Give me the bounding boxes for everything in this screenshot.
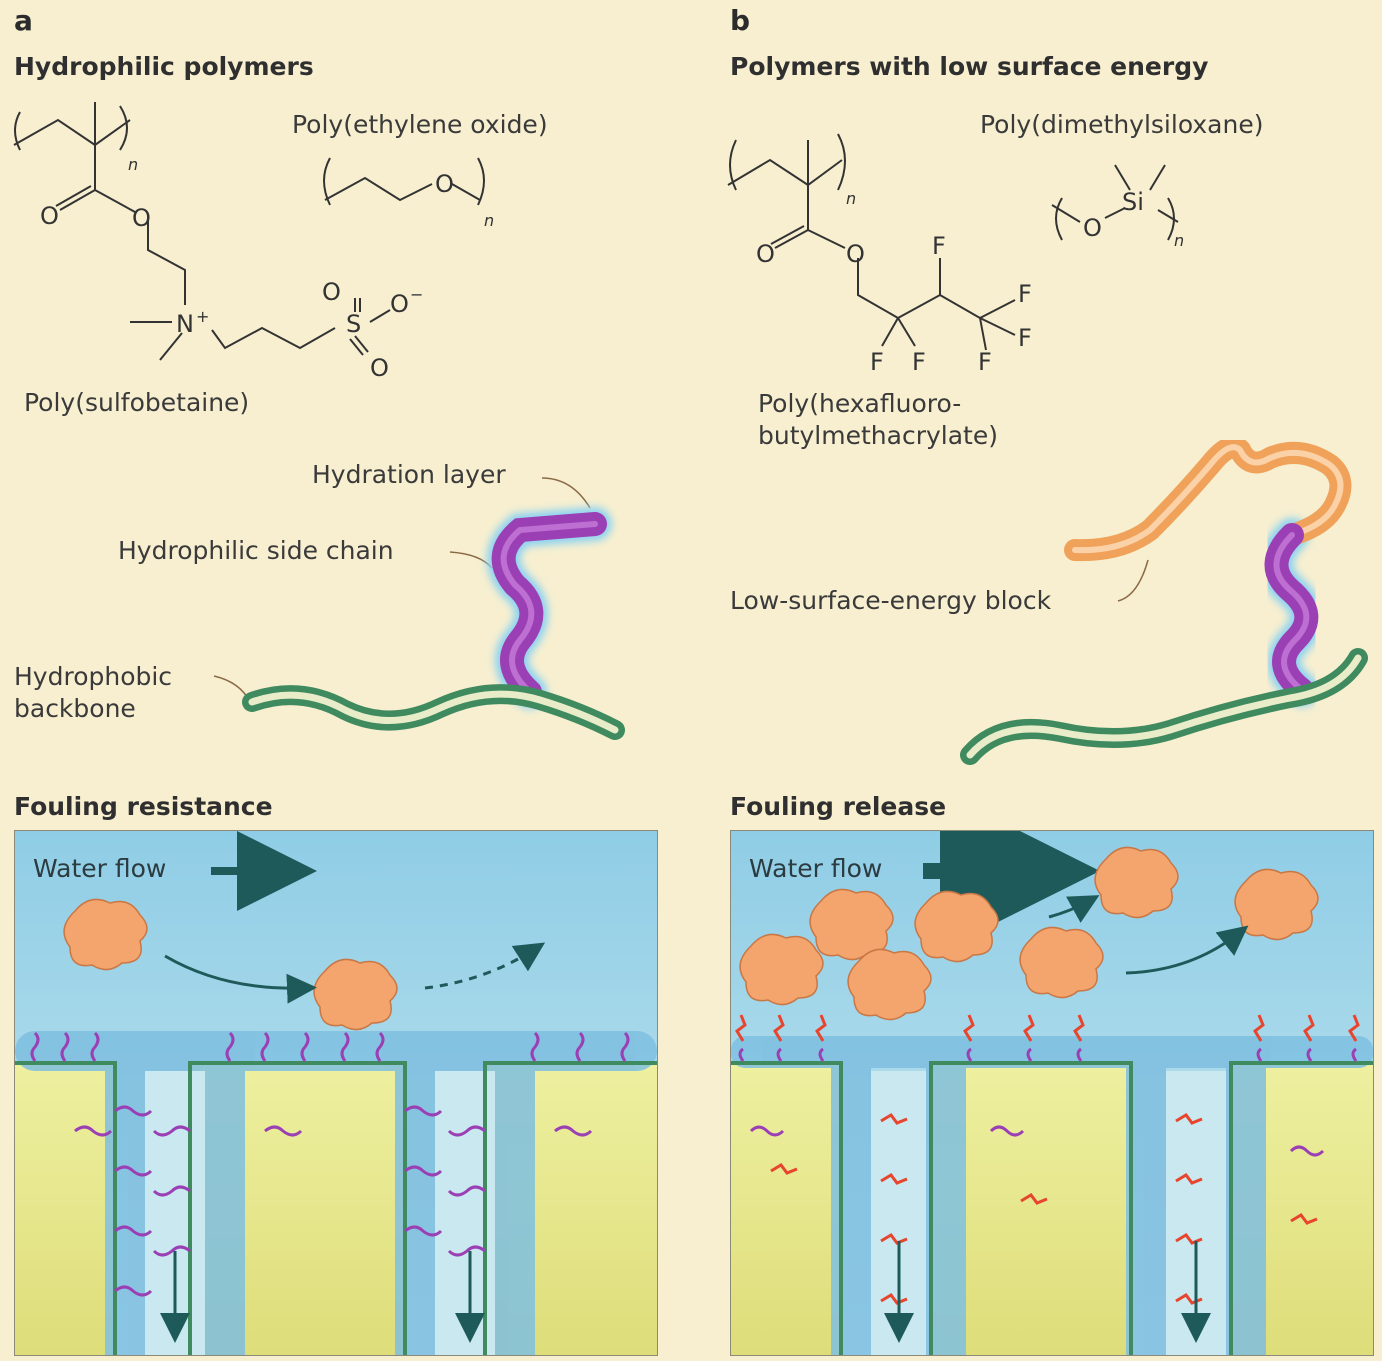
atom-f-5: F	[912, 348, 926, 376]
repeat-n-peo: n	[484, 211, 494, 230]
atom-plus-sign: +	[196, 307, 209, 326]
fouling-release-title: Fouling release	[730, 792, 947, 821]
atom-f-4: F	[870, 348, 884, 376]
panel-b-letter: b	[730, 4, 751, 37]
atom-f-1: F	[932, 232, 946, 260]
hydrophobic-backbone-label-line2: backbone	[14, 694, 136, 723]
foulant-b3	[739, 933, 824, 1006]
atom-o-pdms: O	[1083, 214, 1102, 242]
atom-o-sulfonyl-top: O	[322, 278, 341, 306]
repeat-n-phfbma: n	[846, 189, 856, 208]
atom-f-2: F	[1018, 280, 1032, 308]
peo-name: Poly(ethylene oxide)	[292, 110, 548, 139]
atom-n-plus: N	[176, 310, 194, 338]
atom-f-6: F	[978, 348, 992, 376]
fouling-release-scene: Water flow	[731, 831, 1373, 1355]
atom-o-carbonyl-a: O	[40, 202, 59, 230]
panel-a-title: Hydrophilic polymers	[14, 52, 314, 81]
hydrophobic-backbone-label-line1: Hydrophobic	[14, 662, 173, 691]
phfbma-name: Poly(hexafluoro-butylmethacrylate)	[758, 389, 998, 450]
path-arrow-a-dotted	[424, 942, 546, 990]
foulant-b2	[914, 890, 999, 963]
fouling-resistance-scene: Water flow	[15, 831, 657, 1355]
atom-o-sulfonyl-bottom: O	[370, 354, 389, 382]
atom-o-ester-a: O	[132, 204, 151, 232]
water-flow-label-a: Water flow	[33, 854, 166, 883]
hydration-layer-label: Hydration layer	[312, 460, 506, 489]
sulfobetaine-name: Poly(sulfobetaine)	[24, 388, 250, 417]
atom-o-ester-b: O	[846, 240, 865, 268]
fouling-release-box: Water flow	[730, 830, 1374, 1356]
path-arrow-a	[164, 954, 317, 1004]
atom-o-minus: O	[390, 290, 409, 318]
foulant-a1	[63, 898, 148, 971]
fouling-resistance-title: Fouling resistance	[14, 792, 273, 821]
pdms-name: Poly(dimethylsiloxane)	[980, 110, 1264, 139]
repeat-n-pdms: n	[1174, 231, 1184, 250]
atom-s: S	[346, 310, 361, 338]
hydrophilic-side-chain-label: Hydrophilic side chain	[118, 536, 394, 565]
foulant-b1	[809, 888, 894, 961]
atom-f-3: F	[1018, 324, 1032, 352]
panel-a-letter: a	[14, 4, 33, 37]
release-arrow-b1	[1048, 895, 1100, 923]
water-flow-label-b: Water flow	[749, 854, 882, 883]
panel-b-title: Polymers with low surface energy	[730, 52, 1209, 81]
fouling-resistance-box: Water flow	[14, 830, 658, 1356]
atom-minus-sign: −	[410, 285, 423, 304]
polymer-schematics	[213, 440, 1368, 765]
foulant-b7	[1234, 868, 1319, 941]
foulant-a2	[313, 958, 398, 1031]
foulant-b4	[847, 948, 932, 1021]
low-surface-energy-block-label: Low-surface-energy block	[730, 586, 1052, 615]
atom-si: Si	[1122, 188, 1144, 216]
atom-o-carbonyl-b: O	[756, 240, 775, 268]
release-arrow-b2	[1125, 925, 1249, 975]
atom-o-peo: O	[435, 170, 454, 198]
chemical-structures: O O N + S O O − O O O O F F F F F F O Si…	[13, 102, 1184, 382]
foulant-b5	[1019, 926, 1104, 999]
foulant-b6	[1094, 846, 1179, 919]
repeat-n-sulfobetaine: n	[128, 155, 138, 174]
